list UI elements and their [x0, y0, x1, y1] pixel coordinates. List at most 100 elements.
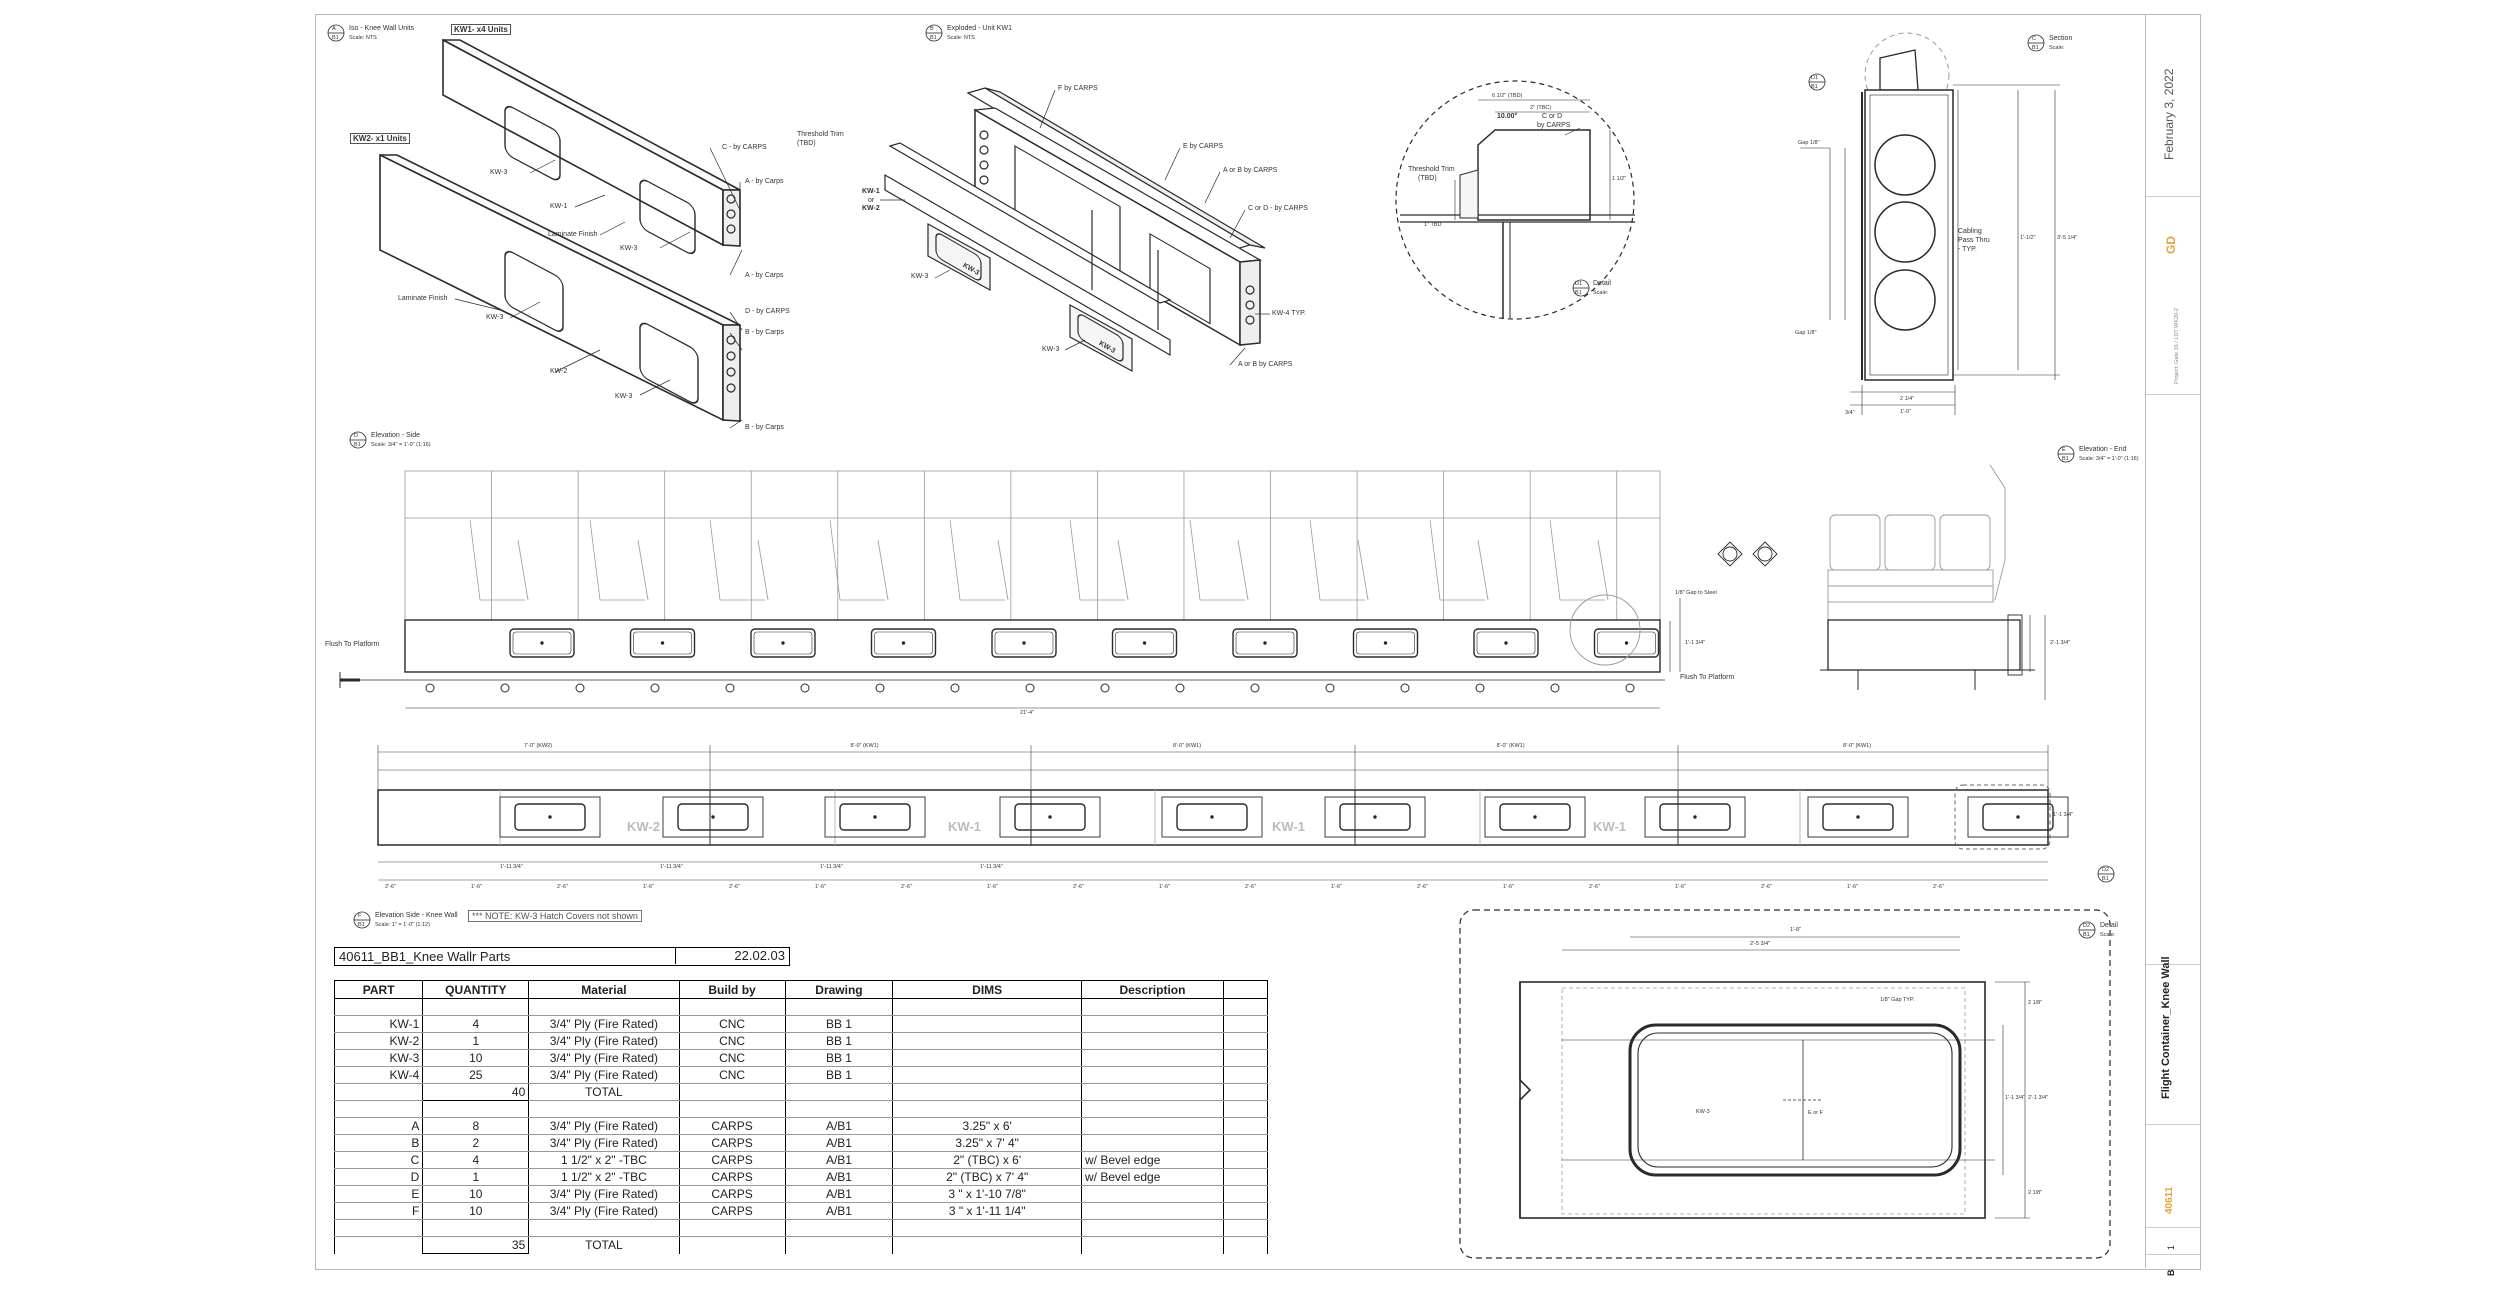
hatch-note: *** NOTE: KW-3 Hatch Covers not shown: [468, 910, 642, 922]
table-cell: [1222, 1032, 1269, 1050]
table-cell: [678, 1083, 786, 1101]
sheet-date: February 3, 2022: [2162, 68, 2176, 160]
table-cell: A/B1: [784, 1168, 894, 1186]
side-foot: [725, 683, 735, 693]
section-label: 1'-1/2": [2020, 235, 2036, 241]
side-hatch-inner: [874, 631, 933, 655]
table-cell: 3/4" Ply (Fire Rated): [528, 1202, 680, 1220]
view-d2-marker-f: D2: [2102, 867, 2110, 873]
table-cell: [892, 1100, 1082, 1118]
table-cell: 4: [422, 1015, 530, 1033]
table-cell: [1080, 1236, 1224, 1254]
table-cell: [333, 1236, 424, 1254]
table-cell: [892, 1066, 1082, 1084]
exploded-label: A or B by CARPS: [1238, 361, 1293, 368]
table-cell: [1080, 1100, 1224, 1118]
knee-mid-dim: 1'-11 3/4": [660, 864, 683, 870]
kw1-title: KW1- x4 Units: [451, 24, 511, 35]
side-hatch: [870, 628, 937, 658]
knee-height-dim: 1'-1 3/4": [2053, 812, 2074, 818]
side-seat: [1429, 519, 1489, 601]
table-cell: CARPS: [678, 1185, 786, 1203]
side-foot: [1250, 683, 1260, 693]
table-cell: CNC: [678, 1015, 786, 1033]
side-hatch-dot: [1383, 641, 1388, 645]
knee-hatch-frame: [1161, 796, 1263, 838]
knee-hatch-dot: [1533, 815, 1537, 819]
section-label: Gap 1/8": [1798, 140, 1820, 146]
table-cell: DIMS: [892, 980, 1082, 999]
view-d2-marker: D2: [2083, 923, 2091, 929]
table-cell: 3/4" Ply (Fire Rated): [528, 1049, 680, 1067]
table-cell: [1080, 1066, 1224, 1084]
view-d-scale: Scale: 3/4" = 1'-0" (1:16): [371, 442, 431, 448]
table-cell: 3/4" Ply (Fire Rated): [528, 1066, 680, 1084]
knee-bottom-dim: 2'-6": [557, 884, 568, 890]
knee-segment-dim: 8'-0" (KW1): [1843, 743, 1872, 749]
table-cell: [1080, 1032, 1224, 1050]
view-c-marker: C: [2032, 36, 2036, 42]
table-cell: 2: [422, 1134, 530, 1152]
table-cell: [678, 998, 786, 1016]
iso-view: [379, 38, 743, 429]
d1-label: 1" TBD: [1424, 222, 1442, 228]
table-cell: [1080, 1202, 1224, 1220]
table-cell: A/B1: [784, 1117, 894, 1135]
project-ref: Project: Gate 16 / LDT WK20-2: [2174, 307, 2180, 384]
knee-segment-dim: 8'-0" (KW1): [850, 743, 879, 749]
view-d1-sheet: B1: [1575, 290, 1582, 296]
view-a-title: Iso - Knee Wall Units: [349, 25, 415, 32]
side-hatch: [629, 628, 696, 658]
side-foot: [950, 683, 960, 693]
table-cell: TOTAL: [528, 1083, 680, 1101]
table-cell: Material: [528, 980, 680, 999]
table-cell: C: [333, 1151, 424, 1169]
table-cell: CARPS: [678, 1202, 786, 1220]
table-cell: [422, 1219, 530, 1237]
table-cell: [1222, 1049, 1269, 1067]
table-cell: CARPS: [678, 1151, 786, 1169]
table-cell: [678, 1236, 786, 1254]
project-number: 40611: [2164, 1186, 2175, 1214]
end-elevation: [1820, 464, 2046, 700]
table-cell: 35: [422, 1236, 530, 1254]
side-hatch-dot: [1624, 641, 1629, 645]
knee-bottom-dim: 2'-6": [729, 884, 740, 890]
table-cell: [1222, 1202, 1269, 1220]
page-number: 1: [2166, 1244, 2176, 1250]
table-cell: [892, 1049, 1082, 1067]
table-cell: [892, 1015, 1082, 1033]
knee-hatch: [1339, 803, 1411, 831]
side-label: 1'-1 3/4": [1685, 640, 1706, 646]
table-cell: [1080, 998, 1224, 1016]
table-cell: Build by: [678, 980, 786, 999]
side-hatch-dot: [1263, 641, 1267, 645]
side-label: Flush To Platform: [1680, 674, 1735, 681]
d2-label: 2'-1 3/4": [2028, 1095, 2049, 1101]
table-cell: 4: [422, 1151, 530, 1169]
view-b-scale: Scale: NTS: [947, 35, 975, 41]
side-seat: [469, 519, 529, 601]
knee-hatch-frame: [999, 796, 1101, 838]
view-d2-title: Detail: [2100, 922, 2118, 929]
table-cell: [1080, 1049, 1224, 1067]
view-f-marker: F: [358, 913, 362, 919]
side-label: 2'-1 3/4": [2050, 640, 2071, 646]
detail-d2: [1459, 909, 2111, 1259]
view-markers: [327, 24, 2115, 939]
table-cell: F: [333, 1202, 424, 1220]
table-cell: CARPS: [678, 1117, 786, 1135]
side-elevation: [339, 470, 1681, 709]
table-cell: CNC: [678, 1049, 786, 1067]
side-hatch: [1473, 628, 1539, 658]
d2-label: 2'-5 3/4": [1750, 941, 1771, 947]
side-foot: [575, 683, 585, 693]
table-cell: [333, 1083, 424, 1101]
view-d2-sheet-f: B1: [2102, 876, 2109, 882]
view-d2-sheet: B1: [2083, 932, 2090, 938]
table-cell: [1222, 1083, 1269, 1101]
